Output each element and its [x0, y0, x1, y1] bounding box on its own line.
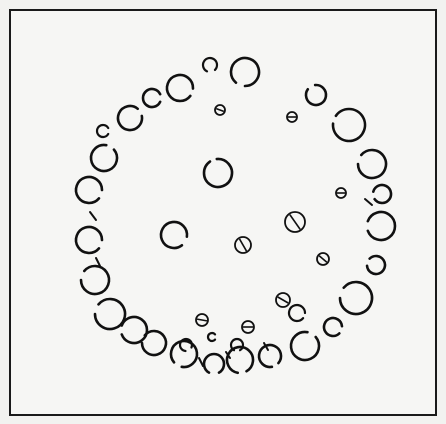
slashed-circle	[215, 105, 225, 115]
connector-stroke	[90, 212, 96, 220]
satellite-circle	[208, 333, 215, 341]
inner-circle	[204, 159, 232, 187]
inner-circle	[161, 222, 187, 248]
outer-circle	[231, 58, 259, 86]
connector-stroke	[199, 358, 203, 366]
outer-circle	[76, 227, 102, 253]
outer-circle	[373, 185, 391, 203]
outer-circle	[122, 317, 147, 343]
slashed-circle	[196, 314, 208, 326]
outer-circle	[91, 145, 117, 171]
outer-circle	[142, 331, 166, 355]
outer-circle	[167, 75, 193, 101]
outer-circle	[259, 345, 281, 367]
slashed-circle	[336, 188, 346, 198]
outer-circle	[358, 150, 386, 178]
outer-circle	[324, 318, 342, 336]
slashed-circle	[276, 293, 290, 307]
outer-circle	[367, 256, 385, 274]
outer-circle	[340, 282, 372, 314]
connector-stroke	[365, 199, 372, 205]
slashed-circle	[317, 253, 329, 265]
outer-circle	[143, 89, 160, 107]
slashed-circle	[235, 237, 251, 253]
outer-circle	[118, 106, 142, 130]
outer-circle	[306, 85, 326, 105]
outer-circle	[97, 125, 108, 137]
slashed-circle	[287, 112, 297, 122]
outer-circle	[333, 109, 365, 141]
outer-circle	[204, 354, 224, 373]
slashed-circle	[242, 321, 254, 333]
outer-circle	[76, 177, 102, 203]
satellite-circle	[289, 305, 305, 321]
outer-circle	[368, 212, 395, 240]
outer-circle	[81, 266, 109, 294]
outer-circle	[95, 299, 125, 329]
outer-circle	[203, 58, 217, 71]
slashed-circle	[285, 212, 305, 232]
outer-circle	[291, 332, 319, 360]
